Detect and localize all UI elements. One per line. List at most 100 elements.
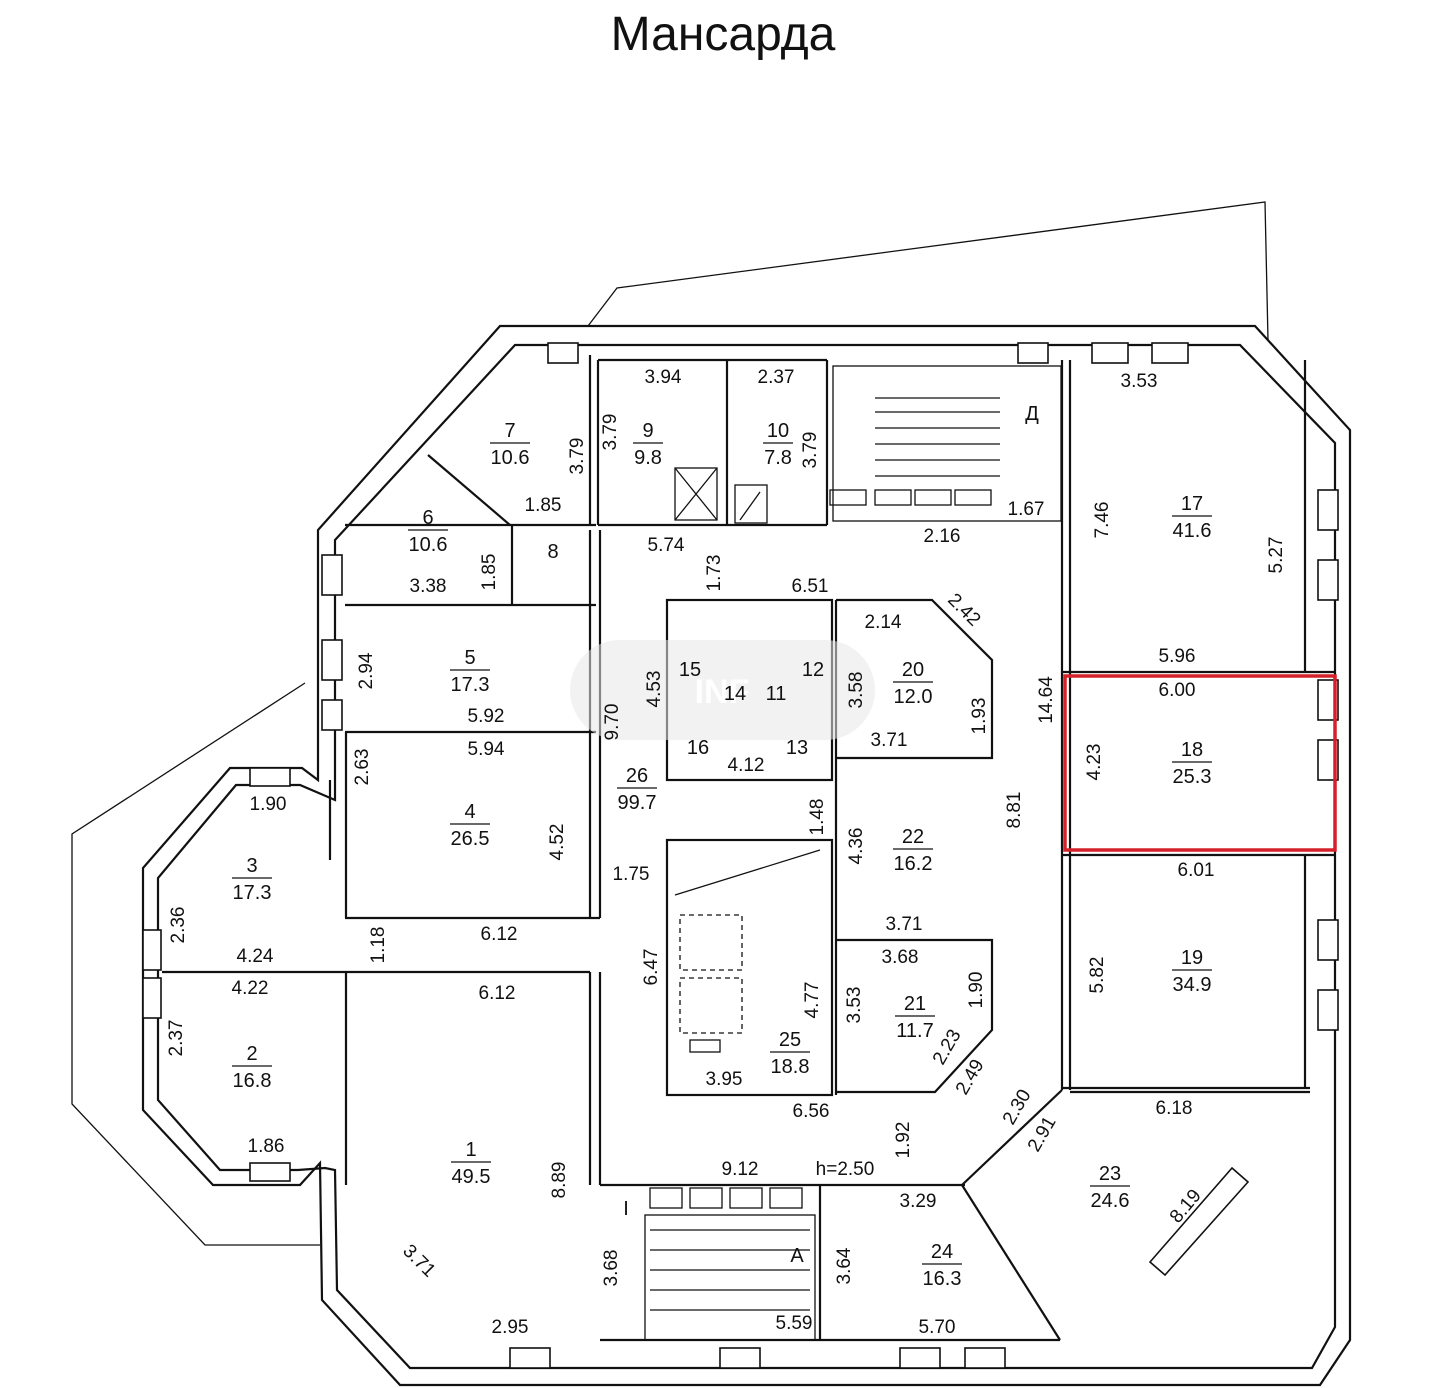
dimension-label: 3.68 bbox=[601, 1250, 622, 1287]
highlighted-room-18 bbox=[1063, 674, 1337, 852]
dimension-label: 5.70 bbox=[919, 1317, 956, 1338]
room-5: 517.3 bbox=[450, 647, 490, 696]
dimension-label: 1.90 bbox=[966, 972, 987, 1009]
room-area: 16.8 bbox=[233, 1070, 272, 1092]
dimension-label: 1.85 bbox=[525, 495, 562, 516]
stair-a-label: А bbox=[790, 1245, 804, 1267]
dimension-label: 2.23 bbox=[929, 1026, 966, 1069]
dimension-label: 3.53 bbox=[844, 987, 865, 1024]
dimension-label: 7.46 bbox=[1092, 502, 1113, 539]
room-number: 17 bbox=[1181, 493, 1203, 515]
dimension-label: 5.27 bbox=[1266, 537, 1287, 574]
room-6: 610.6 bbox=[408, 507, 448, 556]
room-number: 1 bbox=[465, 1139, 476, 1161]
room-number: 6 bbox=[422, 507, 433, 529]
dimension-label: 2.37 bbox=[166, 1020, 187, 1057]
room-number: 4 bbox=[464, 801, 475, 823]
room-area: 10.6 bbox=[491, 447, 530, 469]
room-9: 99.8 bbox=[633, 420, 663, 469]
room-4: 426.5 bbox=[450, 801, 490, 850]
room-16: 16 bbox=[687, 737, 709, 759]
room-number: 19 bbox=[1181, 947, 1203, 969]
dimension-label: 4.52 bbox=[547, 824, 568, 861]
dimension-label: 2.94 bbox=[356, 652, 377, 689]
dimension-label: 1.67 bbox=[1008, 499, 1045, 520]
room-number: 10 bbox=[767, 420, 789, 442]
room-15: 15 bbox=[679, 659, 701, 681]
room-area: 16.2 bbox=[894, 853, 933, 875]
dimension-label: 3.79 bbox=[600, 414, 621, 451]
dimension-label: 2.95 bbox=[492, 1317, 529, 1338]
dimension-label: 5.92 bbox=[468, 706, 505, 727]
dimension-label: 2.16 bbox=[924, 526, 961, 547]
dimension-label: 1.18 bbox=[368, 927, 389, 964]
dimension-label: 3.29 bbox=[900, 1191, 937, 1212]
dimension-label: 2.63 bbox=[352, 749, 373, 786]
dimension-label: 8.89 bbox=[549, 1162, 570, 1199]
room-7: 710.6 bbox=[490, 420, 530, 469]
dimension-label: 3.53 bbox=[1121, 371, 1158, 392]
room-number: 18 bbox=[1181, 739, 1203, 761]
ceiling-height: h=2.50 bbox=[816, 1159, 875, 1180]
dimension-label: 3.71 bbox=[886, 914, 923, 935]
dimension-label: 5.74 bbox=[648, 535, 685, 556]
dimension-label: 3.71 bbox=[871, 730, 908, 751]
room-3: 317.3 bbox=[232, 855, 272, 904]
dimension-label: 2.37 bbox=[758, 367, 795, 388]
room-number: 15 bbox=[679, 659, 701, 681]
dimension-label: 3.79 bbox=[567, 438, 588, 475]
dimension-label: 5.94 bbox=[468, 739, 505, 760]
room-area: 16.3 bbox=[923, 1268, 962, 1290]
room-number: 8 bbox=[547, 541, 558, 563]
exterior-walls bbox=[141, 324, 1352, 1387]
stair-i-label: I bbox=[623, 1198, 629, 1220]
dimension-label: 6.12 bbox=[479, 983, 516, 1004]
room-number: 3 bbox=[246, 855, 257, 877]
dimension-label: 9.12 bbox=[722, 1159, 759, 1180]
dimension-label: 4.77 bbox=[802, 982, 823, 1019]
dimension-label: 2.36 bbox=[168, 907, 189, 944]
dimension-label: 1.92 bbox=[893, 1122, 914, 1159]
dimension-label: 6.51 bbox=[792, 576, 829, 597]
room-11: 11 bbox=[766, 683, 787, 705]
dimension-label: 3.38 bbox=[410, 576, 447, 597]
room-area: 34.9 bbox=[1173, 974, 1212, 996]
terrace-outline bbox=[71, 201, 1269, 1246]
dimension-label: 4.22 bbox=[232, 978, 269, 999]
room-area: 17.3 bbox=[233, 882, 272, 904]
room-area: 26.5 bbox=[451, 828, 490, 850]
fixtures bbox=[649, 397, 1000, 1311]
dimension-label: 3.58 bbox=[846, 672, 867, 709]
dimension-label: 3.79 bbox=[800, 432, 821, 469]
dimension-label: 5.59 bbox=[776, 1313, 813, 1334]
room-area: 11.7 bbox=[896, 1020, 933, 1042]
room-number: 21 bbox=[904, 993, 926, 1015]
dimension-label: 4.53 bbox=[644, 671, 665, 708]
dimension-label: 4.23 bbox=[1084, 744, 1105, 781]
room-number: 26 bbox=[626, 765, 648, 787]
room-area: 10.6 bbox=[409, 534, 448, 556]
dimension-label: 2.14 bbox=[865, 612, 902, 633]
plan-title: Мансарда bbox=[611, 8, 836, 61]
room-14: 14 bbox=[724, 683, 746, 705]
room-number: 25 bbox=[779, 1029, 801, 1051]
dimension-label: 8.81 bbox=[1004, 792, 1025, 829]
dimension-label: 1.48 bbox=[807, 799, 828, 836]
room-area: 18.8 bbox=[771, 1056, 810, 1078]
room-area: 9.8 bbox=[634, 447, 662, 469]
dimension-label: 4.24 bbox=[237, 946, 274, 967]
room-number: 14 bbox=[724, 683, 746, 705]
room-2: 216.8 bbox=[232, 1043, 272, 1092]
dimension-label: 2.30 bbox=[999, 1086, 1036, 1129]
dimension-label: 3.94 bbox=[645, 367, 682, 388]
windows bbox=[142, 342, 1339, 1369]
dimension-label: 6.56 bbox=[793, 1101, 830, 1122]
dimension-label: 4.36 bbox=[846, 828, 867, 865]
dimension-label: 2.42 bbox=[943, 590, 984, 631]
dimension-label: 1.90 bbox=[250, 794, 287, 815]
dimension-label: 6.12 bbox=[481, 924, 518, 945]
